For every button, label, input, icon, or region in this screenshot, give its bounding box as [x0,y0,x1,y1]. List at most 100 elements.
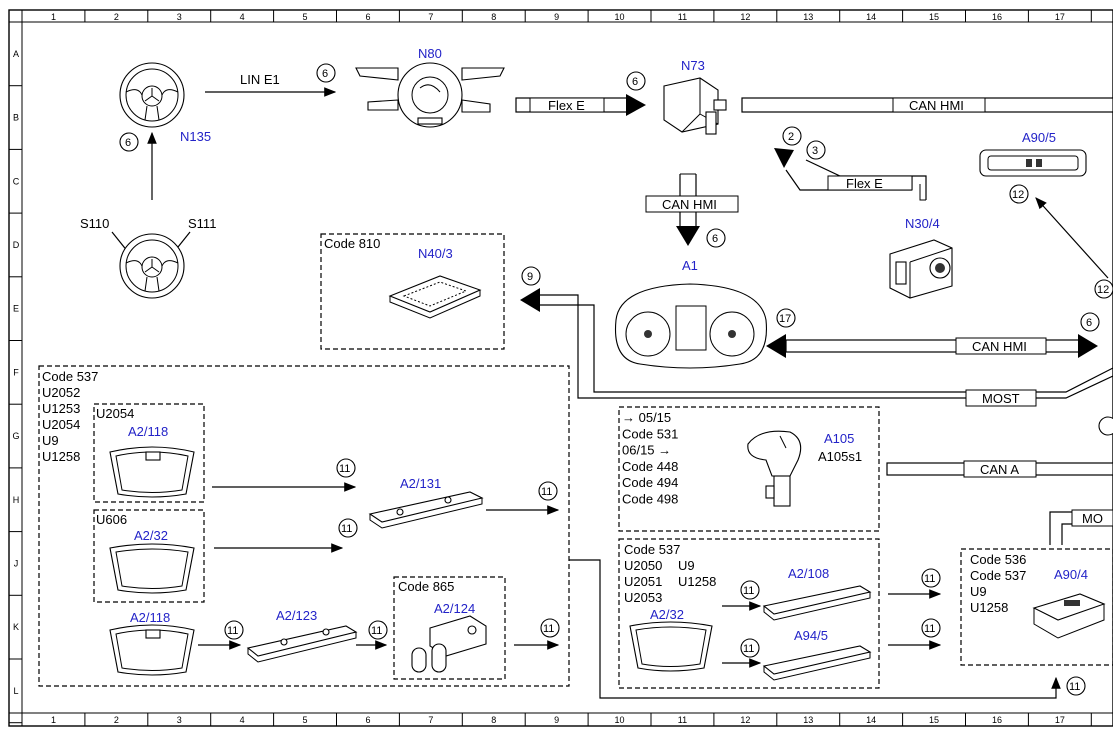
code-line: → 05/15 [622,410,671,425]
grid-col-label: 8 [491,715,496,725]
grid-col-label: 2 [114,12,119,22]
grid-col-label: 14 [866,715,876,725]
bus-mo: MO [1082,511,1103,526]
grid-col-label: 14 [866,12,876,22]
control-unit-icon [1032,593,1106,639]
grid-col-label: 5 [303,12,308,22]
module-icon [368,491,484,529]
code-line: Code 537 [42,369,98,384]
bus-can-hmi-top: CAN HMI [909,98,964,113]
circle-11-label: 11 [924,623,935,635]
sensor-icon [411,615,487,673]
grid-col-label: 3 [177,715,182,725]
grid-col-label: 13 [803,12,813,22]
code-line: Code 537 [624,542,680,557]
bus-can-hmi-vert: CAN HMI [662,197,717,212]
steering-wheel-icon [119,233,185,299]
grid-col-label: 1 [51,715,56,725]
code-810-label: Code 810 [324,236,380,251]
bus-lin-e1: LIN E1 [240,72,280,87]
grid-col-label: 3 [177,12,182,22]
grid-row-label: D [13,240,20,250]
code-line: U9 [970,584,987,599]
grid-col-label: 16 [992,12,1002,22]
module-icon [246,625,358,663]
circle-11-label: 11 [227,625,238,637]
circle-2-label: 2 [788,131,794,143]
grid-col-label: 13 [803,715,813,725]
grid-row-label: A [13,49,19,59]
grid-row-label: J [14,558,19,568]
grid-col-label: 16 [992,715,1002,725]
control-unit-icon [388,275,482,319]
s111-label: S111 [188,216,216,231]
windshield-icon [109,624,195,676]
circle-12-label: 12 [1012,189,1024,201]
grid-col-label: 4 [240,12,245,22]
circle-11-label: 11 [743,585,754,597]
grid-col-label: 8 [491,12,496,22]
code-line: Code 531 [622,426,678,441]
circle-6-label: 6 [632,76,638,88]
code-line: U1253 [42,401,80,416]
circle-6-label: 6 [1086,317,1092,329]
grid-row-label: B [13,113,19,123]
circle-6-label: 6 [712,233,718,245]
circle-17-label: 17 [779,313,791,325]
circle-3-label: 3 [812,145,818,157]
camera-unit-icon [889,239,953,299]
a105s1-label: A105s1 [818,449,862,464]
n73-label: N73 [681,58,705,73]
grid-col-label: 11 [678,12,687,22]
circle-11-label: 11 [339,463,350,475]
bus-most: MOST [982,391,1020,406]
grid-col-label: 1 [51,12,56,22]
grid-col-label: 7 [428,715,433,725]
u2054-label: U2054 [96,406,134,421]
grid-col-label: 7 [428,12,433,22]
code-line: U2053 [624,590,662,605]
code-line: U1258 [678,574,716,589]
n135-label: N135 [180,129,211,144]
code-line: U2054 [42,417,80,432]
circle-9-label: 9 [527,271,533,283]
windshield-icon [109,446,195,498]
grid-col-label: 11 [678,715,687,725]
camera-module-icon [979,149,1087,177]
n80-label: N80 [418,46,442,61]
circle-11-label: 11 [371,625,382,637]
circle-11-label: 11 [341,523,352,535]
a90-4-label: A90/4 [1054,567,1088,582]
a90-5-label: A90/5 [1022,130,1056,145]
grid-col-label: 15 [929,12,939,22]
code-line: Code 498 [622,492,678,507]
ignition-switch-icon [663,77,727,135]
a2-124-label: A2/124 [434,601,475,616]
code-line: Code 494 [622,475,678,490]
gear-selector-icon [747,430,802,507]
circle-11-label: 11 [743,643,754,655]
circle-11-label: 11 [543,623,554,635]
grid-row-label: H [13,495,20,505]
code-line: U2050 [624,558,662,573]
code-line: Code 537 [970,568,1026,583]
a2-118-label: A2/118 [128,424,168,439]
a2-123-label: A2/123 [276,608,317,623]
grid-col-label: 10 [615,12,625,22]
grid-row-label: C [13,176,20,186]
code-line: U2052 [42,385,80,400]
grid-col-label: 15 [929,715,939,725]
grid-row-label: F [13,367,19,377]
bus-can-hmi-cluster: CAN HMI [972,339,1027,354]
steering-wheel-icon [119,62,185,128]
a2-32-left-label: A2/32 [134,528,168,543]
n40-3-label: N40/3 [418,246,453,261]
bus-flex-e-mid: Flex E [846,176,883,191]
grid-col-label: 17 [1055,12,1065,22]
grid-row-label: L [13,686,18,696]
